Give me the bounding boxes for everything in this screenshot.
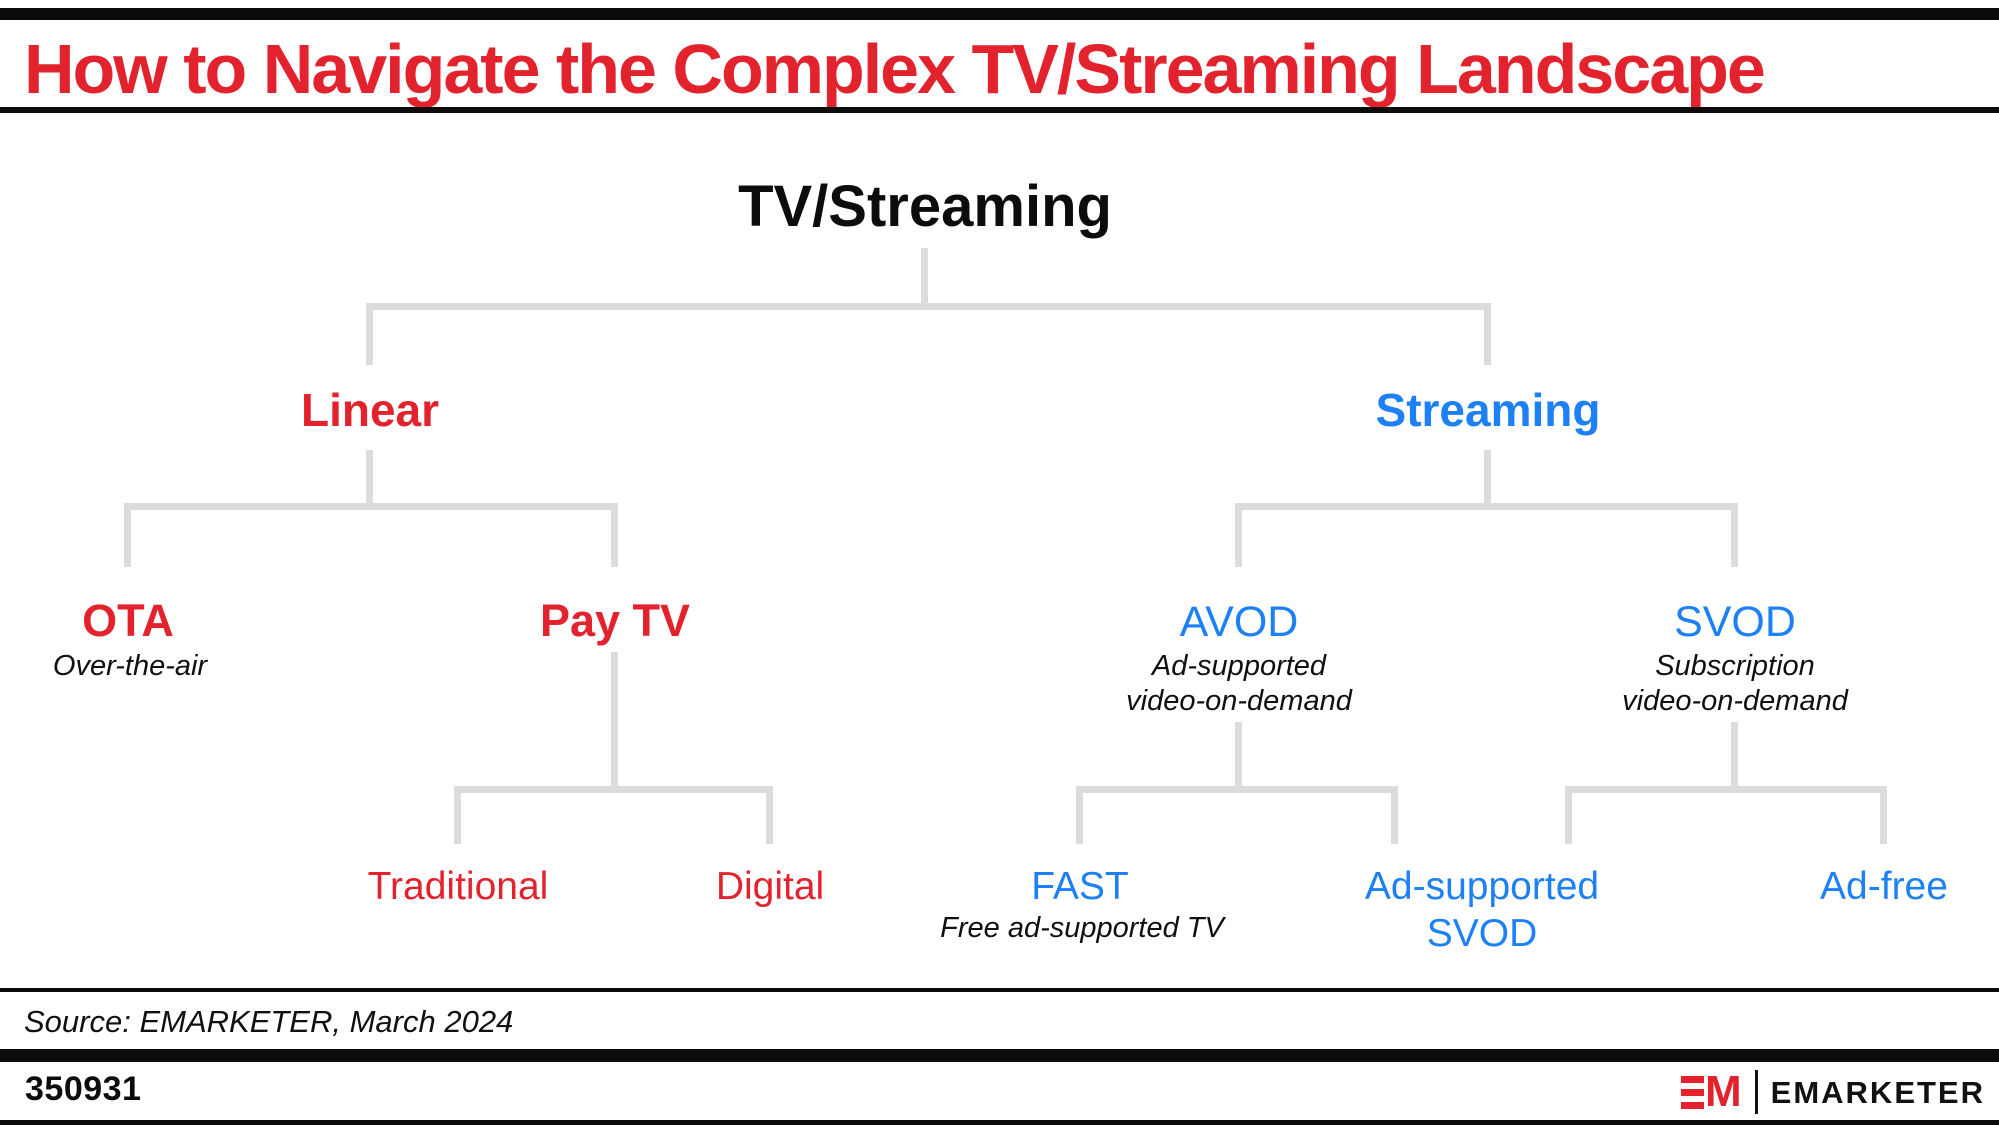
emarketer-logo: M EMARKETER <box>1681 1066 1985 1118</box>
node-avod: AVOD <box>1179 598 1299 646</box>
em-monogram-m: M <box>1705 1067 1742 1116</box>
connector-svod-stem <box>1731 722 1738 789</box>
node-svod-subtitle: Subscription video-on-demand <box>1622 649 1848 719</box>
em-bar-top <box>1681 1075 1704 1083</box>
connector-traditional-drop <box>454 786 461 844</box>
node-fast-subtitle: Free ad-supported TV <box>940 912 1224 944</box>
connector-avod-stem <box>1235 722 1242 789</box>
footer-rule-bar <box>0 1049 1999 1062</box>
node-svod-subtitle-line1: Subscription <box>1655 650 1815 682</box>
connector-paytv-stem <box>611 652 618 789</box>
connector-adsupported-svod-left-drop <box>1391 786 1398 844</box>
connector-digital-drop <box>766 786 773 844</box>
connector-linear-children-horizontal <box>124 503 618 510</box>
connector-svod-drop <box>1731 503 1738 567</box>
node-traditional: Traditional <box>367 865 549 908</box>
em-bar-middle <box>1681 1088 1704 1096</box>
connector-paytv-children-horizontal <box>454 786 773 793</box>
node-ota-subtitle: Over-the-air <box>52 650 208 682</box>
node-ad-free: Ad-free <box>1820 865 1948 908</box>
connector-avod-children-horizontal <box>1076 786 1398 793</box>
node-ota: OTA <box>82 595 174 646</box>
node-ad-supported-svod-line2: SVOD <box>1426 911 1538 955</box>
logo-divider <box>1754 1070 1758 1114</box>
source-divider-rule <box>0 988 1999 992</box>
node-pay-tv: Pay TV <box>539 595 691 646</box>
connector-svod-children-horizontal <box>1565 786 1887 793</box>
node-ad-supported-svod: Ad-supported SVOD <box>1365 864 1599 958</box>
source-note: Source: EMARKETER, March 2024 <box>24 1004 514 1039</box>
connector-paytv-drop <box>611 503 618 567</box>
connector-linear-drop <box>366 303 373 365</box>
connector-linear-stem <box>366 450 373 506</box>
node-ad-supported-svod-line1: Ad-supported <box>1364 865 1600 908</box>
connector-streaming-drop <box>1484 303 1491 365</box>
node-svod-subtitle-line2: video-on-demand <box>1622 685 1848 718</box>
em-monogram-icon: M <box>1681 1067 1742 1116</box>
connector-adfree-drop <box>1880 786 1887 844</box>
em-monogram-e-bars <box>1681 1075 1704 1109</box>
title-divider-rule <box>0 107 1999 113</box>
connector-fast-drop <box>1076 786 1083 844</box>
node-digital: Digital <box>715 865 825 908</box>
node-tv-streaming: TV/Streaming <box>738 174 1112 239</box>
connector-ota-drop <box>124 503 131 567</box>
emarketer-wordmark: EMARKETER <box>1770 1074 1985 1110</box>
connector-avod-drop <box>1235 503 1242 567</box>
page-title: How to Navigate the Complex TV/Streaming… <box>24 30 1766 108</box>
node-avod-subtitle-line1: Ad-supported <box>1151 650 1327 682</box>
bottom-border-rule <box>0 1120 1999 1125</box>
chart-id: 350931 <box>25 1070 142 1108</box>
connector-streaming-stem <box>1484 450 1491 506</box>
node-linear: Linear <box>300 384 440 436</box>
node-avod-subtitle-line2: video-on-demand <box>1126 685 1352 718</box>
node-svod: SVOD <box>1674 598 1796 646</box>
node-fast: FAST <box>1031 865 1129 908</box>
top-rule-bar <box>0 8 1999 20</box>
node-streaming: Streaming <box>1375 384 1601 436</box>
connector-adsupported-svod-right-drop <box>1565 786 1572 844</box>
connector-streaming-children-horizontal <box>1235 503 1738 510</box>
connector-root-stem <box>921 248 928 305</box>
node-avod-subtitle: Ad-supported video-on-demand <box>1126 649 1352 719</box>
em-bar-bottom <box>1681 1101 1704 1109</box>
connector-level1-horizontal <box>366 303 1491 310</box>
